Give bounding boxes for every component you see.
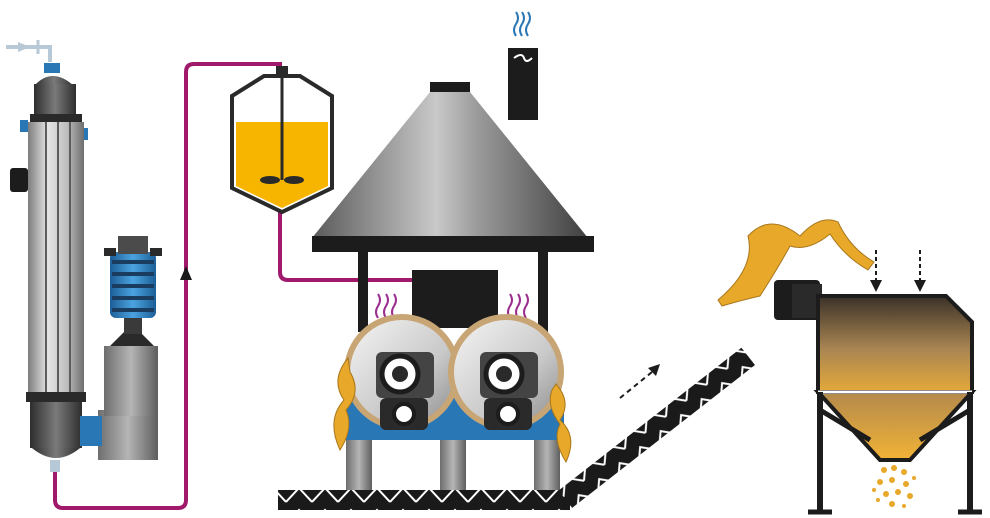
heat-steam-left-icon (375, 293, 397, 319)
collection-hopper (717, 219, 982, 515)
feed-pipe (53, 62, 452, 510)
drum-dryer (333, 314, 572, 492)
airflow-arrows-icon (870, 250, 926, 292)
exhaust-steam-icon (513, 11, 531, 37)
evaporator-column (6, 40, 88, 472)
hood (312, 48, 594, 332)
screw-conveyor (278, 347, 755, 510)
direction-arrow-icon (619, 364, 660, 399)
feed-tank (230, 66, 334, 215)
condenser-unit (80, 236, 162, 460)
flow-arrow-up-icon (180, 266, 192, 280)
